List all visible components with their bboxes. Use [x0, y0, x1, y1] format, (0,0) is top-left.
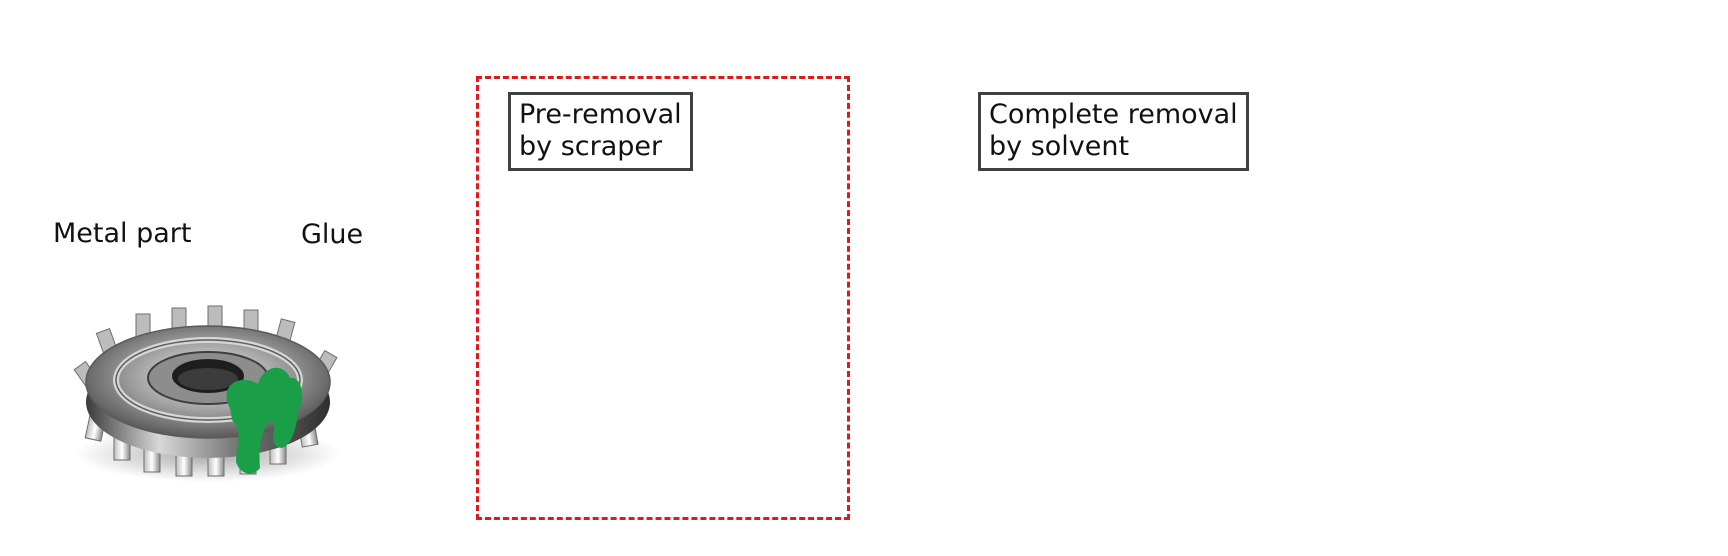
- step-box-line: by solvent: [989, 131, 1130, 162]
- step-box-line: by scraper: [519, 131, 663, 162]
- metal-part-label: Metal part: [53, 218, 192, 249]
- step-box-complete-removal: Complete removal by solvent: [978, 92, 1249, 171]
- step-box-pre-removal: Pre-removal by scraper: [508, 92, 693, 171]
- glue-blob-icon: [226, 367, 303, 474]
- scraper-step-highlight: [476, 76, 850, 520]
- step-box-line: Complete removal: [989, 99, 1238, 130]
- step-box-line: Pre-removal: [519, 99, 682, 130]
- glue-label: Glue: [301, 219, 364, 250]
